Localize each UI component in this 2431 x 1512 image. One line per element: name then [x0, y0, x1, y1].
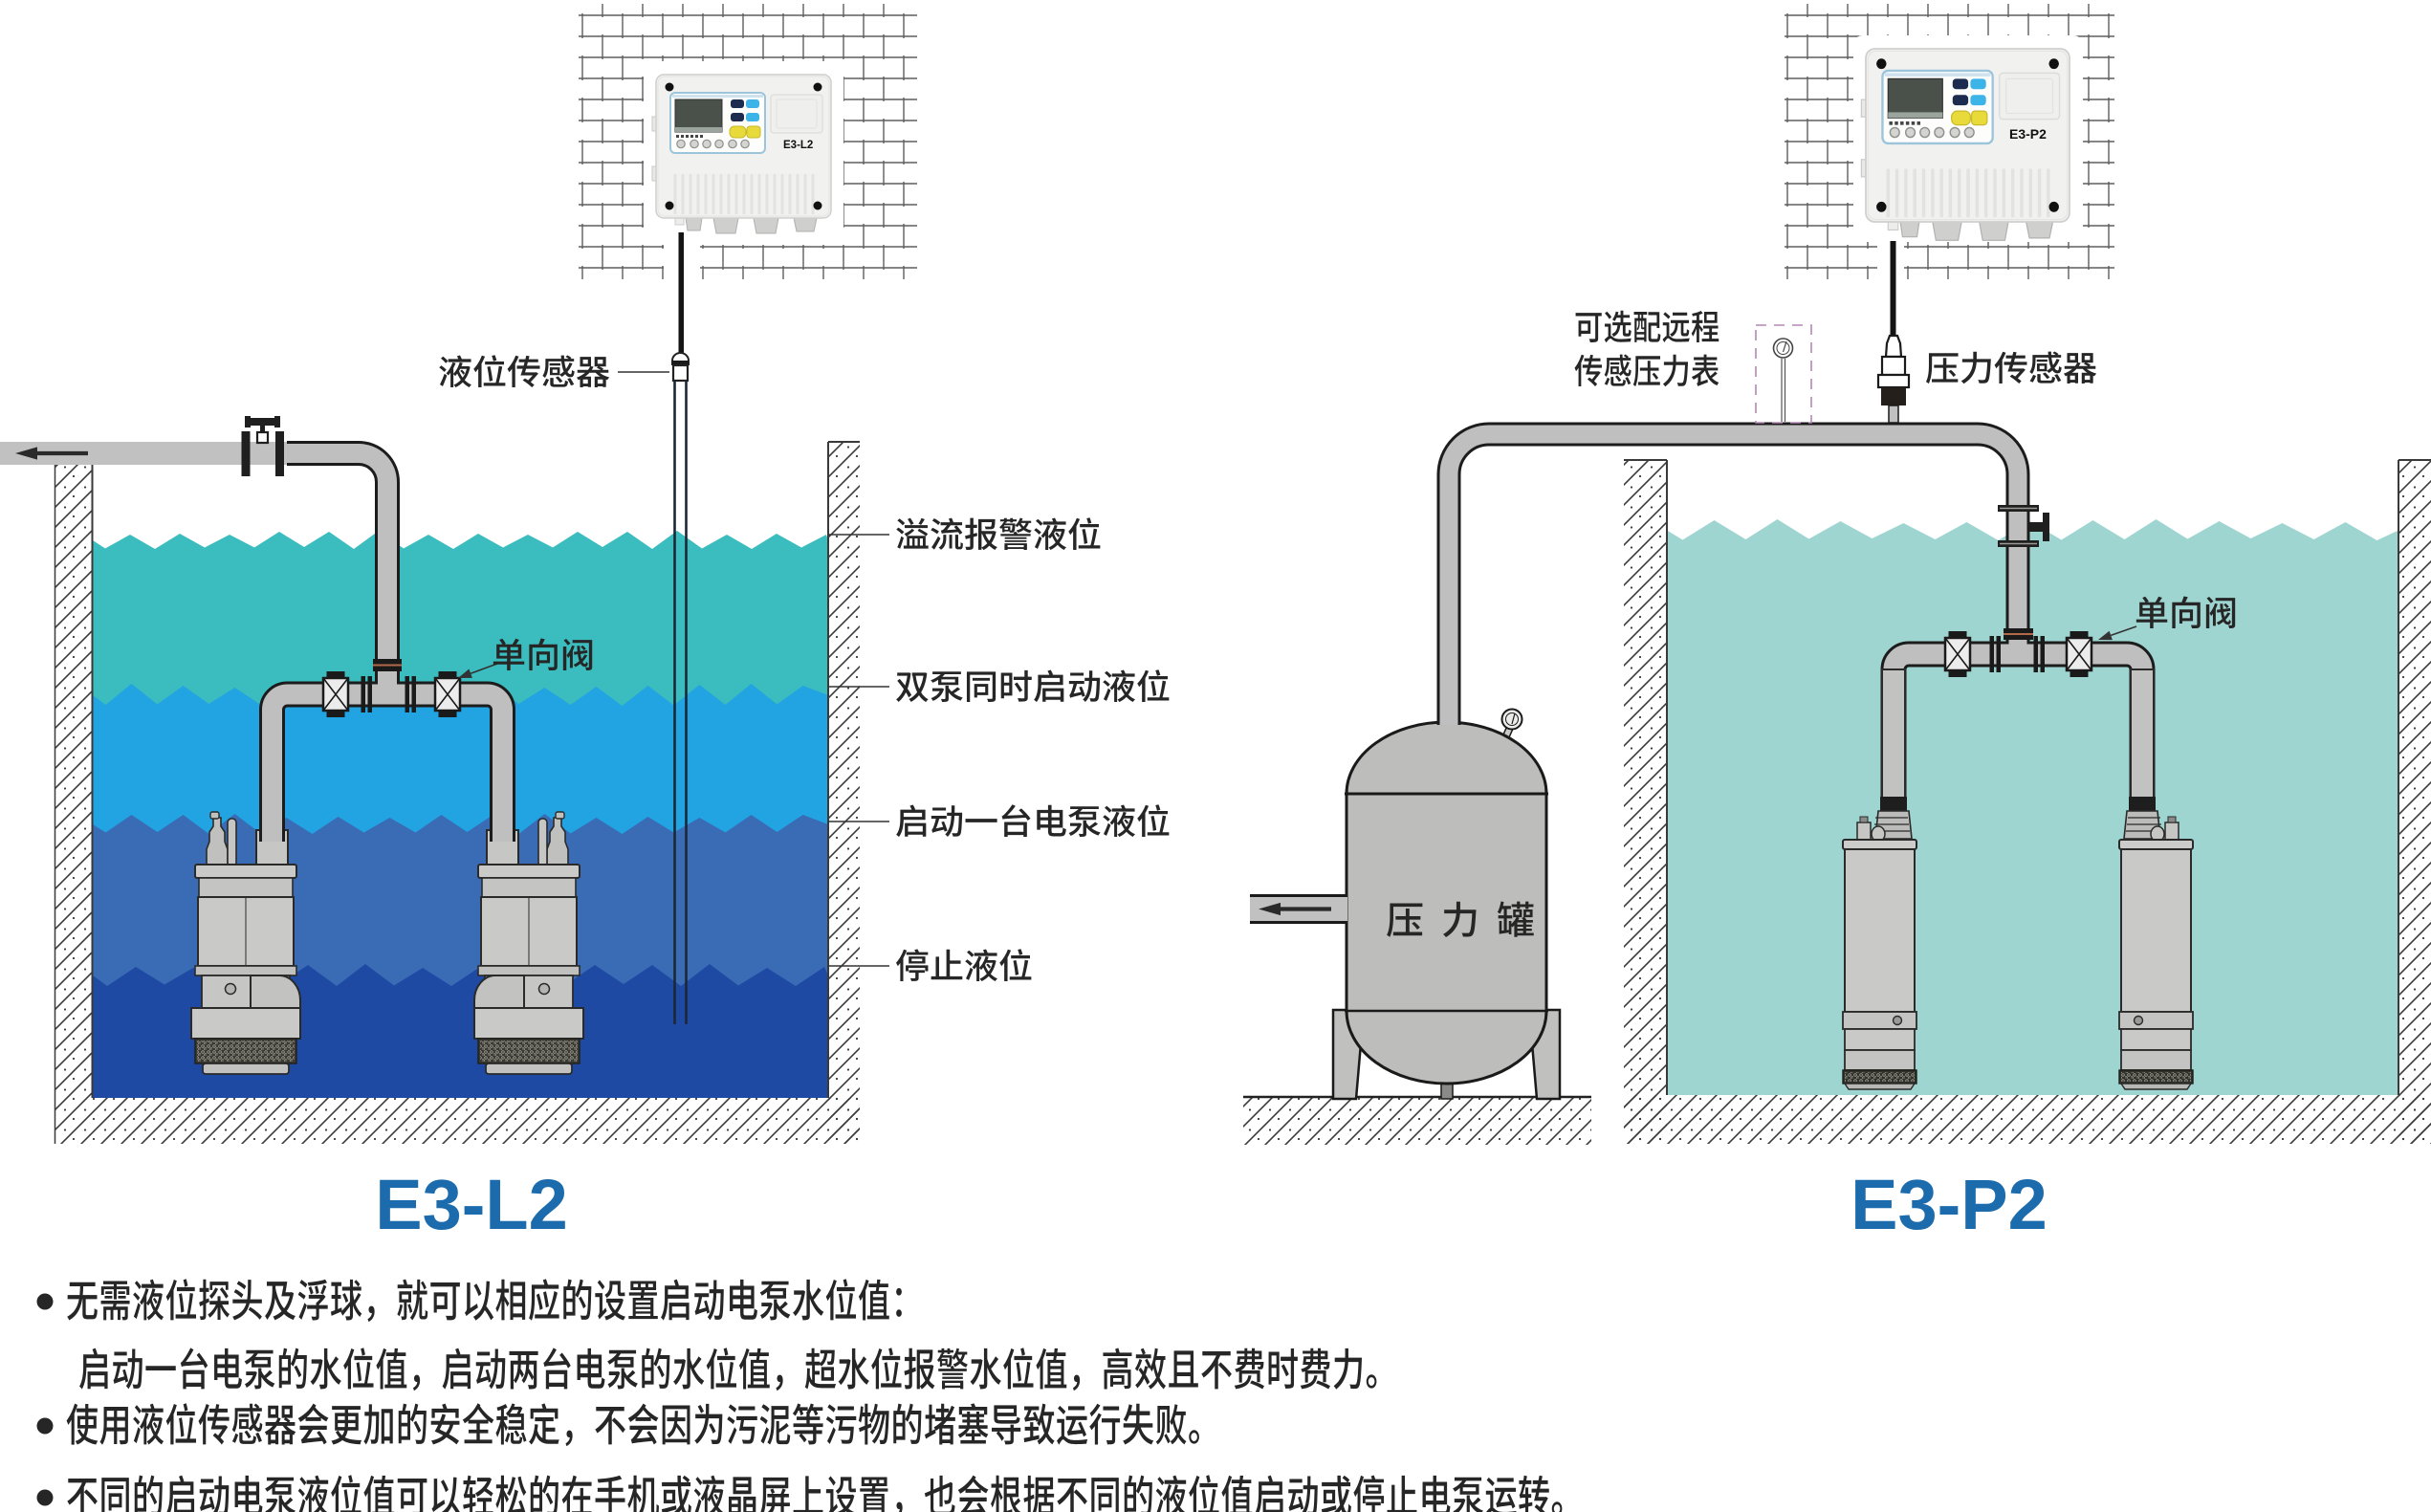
svg-text:E3-P2: E3-P2	[2009, 126, 2047, 142]
svg-text:E3-L2: E3-L2	[375, 1165, 568, 1244]
svg-text:E3-P2: E3-P2	[1851, 1165, 2048, 1244]
svg-text:E3-L2: E3-L2	[783, 140, 813, 151]
